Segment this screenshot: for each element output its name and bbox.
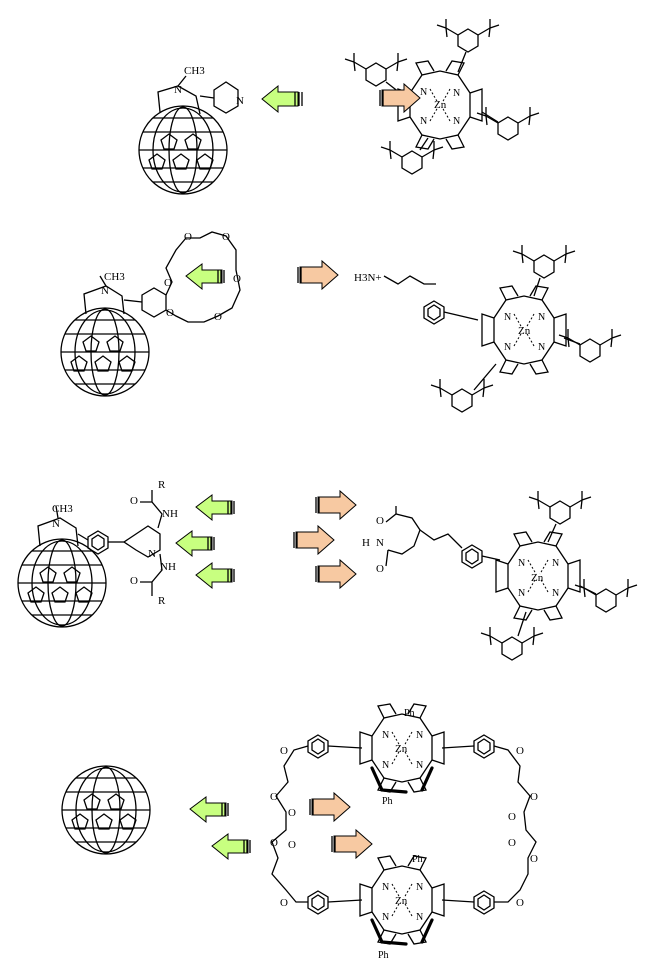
porph-n-label: N: [518, 558, 525, 569]
porph-n-label: N: [504, 312, 511, 323]
r-group-label: R: [158, 479, 166, 491]
ether-o-label: O: [280, 745, 288, 757]
porph-n-label: N: [382, 730, 389, 741]
donor-arrow-3a: [195, 494, 235, 522]
ester-o-label: O: [270, 837, 278, 849]
zinc-label: Zn: [395, 743, 408, 755]
panel-1: N CH3 N Zn N N N N: [138, 18, 540, 195]
ester-o-label: O: [530, 853, 538, 865]
acceptor-arrow-4a: [309, 791, 351, 823]
ammonium-porphyrin: H3N+ Zn N N N N: [354, 244, 622, 413]
donor-arrow-1: [261, 84, 303, 114]
porph-n-label: N: [382, 882, 389, 893]
zinc-label: Zn: [434, 99, 447, 111]
fullerene-4: [61, 765, 151, 855]
porph-n-label: N: [416, 760, 423, 771]
acceptor-arrow-3a: [315, 489, 357, 521]
panel-2: N CH3 O O O O O O H3N+ Zn: [60, 231, 622, 413]
imide-h-label: H: [362, 537, 370, 549]
porph-n-label: N: [552, 558, 559, 569]
acceptor-arrow-4b: [331, 828, 373, 860]
zinc-label: Zn: [395, 895, 408, 907]
ether-o-label: O: [516, 745, 524, 757]
porphyrin-1: Zn N N N N: [344, 18, 540, 175]
methyl-label: CH3: [52, 503, 73, 515]
donor-arrow-4a: [189, 796, 229, 824]
donor-arrow-4b: [211, 833, 251, 861]
porph-n-label: N: [382, 760, 389, 771]
porph-n-label: N: [453, 88, 460, 99]
carbonyl-o-label: O: [130, 575, 138, 587]
crown-o-label: O: [166, 307, 174, 319]
diamidopyridine: N NH O R NH O R: [122, 479, 178, 607]
nh-label: NH: [160, 561, 176, 573]
imide-o-label: O: [376, 563, 384, 575]
porph-n-label: N: [416, 730, 423, 741]
porph-n-label: N: [504, 342, 511, 353]
porph-n-label: N: [538, 342, 545, 353]
ether-o-label: O: [280, 897, 288, 909]
crown-o-label: O: [233, 273, 241, 285]
pyrrolidine-n-label: N: [174, 84, 182, 96]
donor-arrow-2: [185, 263, 225, 291]
porph-n-label: N: [518, 588, 525, 599]
ester-o-label: O: [508, 837, 516, 849]
porph-n-label: N: [552, 588, 559, 599]
zinc-label: Zn: [531, 572, 544, 584]
porph-n-label: N: [416, 912, 423, 923]
linker-chains: O O O O O O O O O O O O: [270, 734, 538, 915]
fullerene-1: N CH3: [138, 65, 228, 195]
ester-o-label: O: [270, 791, 278, 803]
acceptor-arrow-1: [379, 82, 421, 114]
ester-o-label: O: [508, 811, 516, 823]
porph-n-label: N: [538, 312, 545, 323]
methyl-label: CH3: [184, 65, 205, 77]
ester-o-label: O: [288, 807, 296, 819]
ether-o-label: O: [516, 897, 524, 909]
donor-arrow-3b: [175, 530, 215, 558]
acceptor-arrow-3b: [293, 524, 335, 556]
imide-o-label: O: [376, 515, 384, 527]
pyrrolidine-n-label: N: [52, 518, 60, 530]
acceptor-arrow-3c: [315, 558, 357, 590]
ammonium-label: H3N+: [354, 272, 382, 284]
imide-n-label: N: [376, 537, 384, 549]
crown-o-label: O: [184, 231, 192, 243]
ester-o-label: O: [530, 791, 538, 803]
fullerene-3: N CH3: [17, 503, 124, 628]
phenyl-label: Ph: [378, 950, 389, 961]
methyl-label: CH3: [104, 271, 125, 283]
porph-n-label: N: [453, 116, 460, 127]
nh-label: NH: [162, 508, 178, 520]
benzo-crown-ether: O O O O O O: [123, 231, 241, 323]
pyridine-n-label: N: [148, 548, 156, 560]
phenyl-label: Ph: [404, 708, 415, 719]
porph-n-label: N: [382, 912, 389, 923]
ester-o-label: O: [288, 839, 296, 851]
phenyl-label: Ph: [412, 854, 423, 865]
crown-o-label: O: [214, 311, 222, 323]
panel-4: Zn N N N N Ph Ph Zn N N N N Ph Ph: [61, 703, 538, 961]
imide-porphyrin: O O N H Zn N N N N: [362, 490, 638, 661]
porph-n-label: N: [416, 882, 423, 893]
phenyl-label: Ph: [382, 796, 393, 807]
acceptor-arrow-2: [297, 259, 339, 291]
pyrrolidine-n-label: N: [101, 285, 109, 297]
upper-porphyrin: Zn N N N N Ph Ph: [359, 703, 445, 807]
panel-3: N CH3 N NH O R NH O R: [17, 479, 638, 661]
donor-arrow-3c: [195, 562, 235, 590]
porph-n-label: N: [420, 116, 427, 127]
r-group-label: R: [158, 595, 166, 607]
porph-n-label: N: [420, 87, 427, 98]
pyridine-n-label: N: [236, 95, 244, 107]
crown-o-label: O: [164, 277, 172, 289]
pyridine-ring: N: [199, 81, 244, 114]
crown-o-label: O: [222, 231, 230, 243]
carbonyl-o-label: O: [130, 495, 138, 507]
fullerene-2: N CH3: [60, 271, 150, 397]
zinc-label: Zn: [518, 325, 531, 337]
lower-porphyrin: Zn N N N N Ph Ph: [359, 854, 445, 961]
